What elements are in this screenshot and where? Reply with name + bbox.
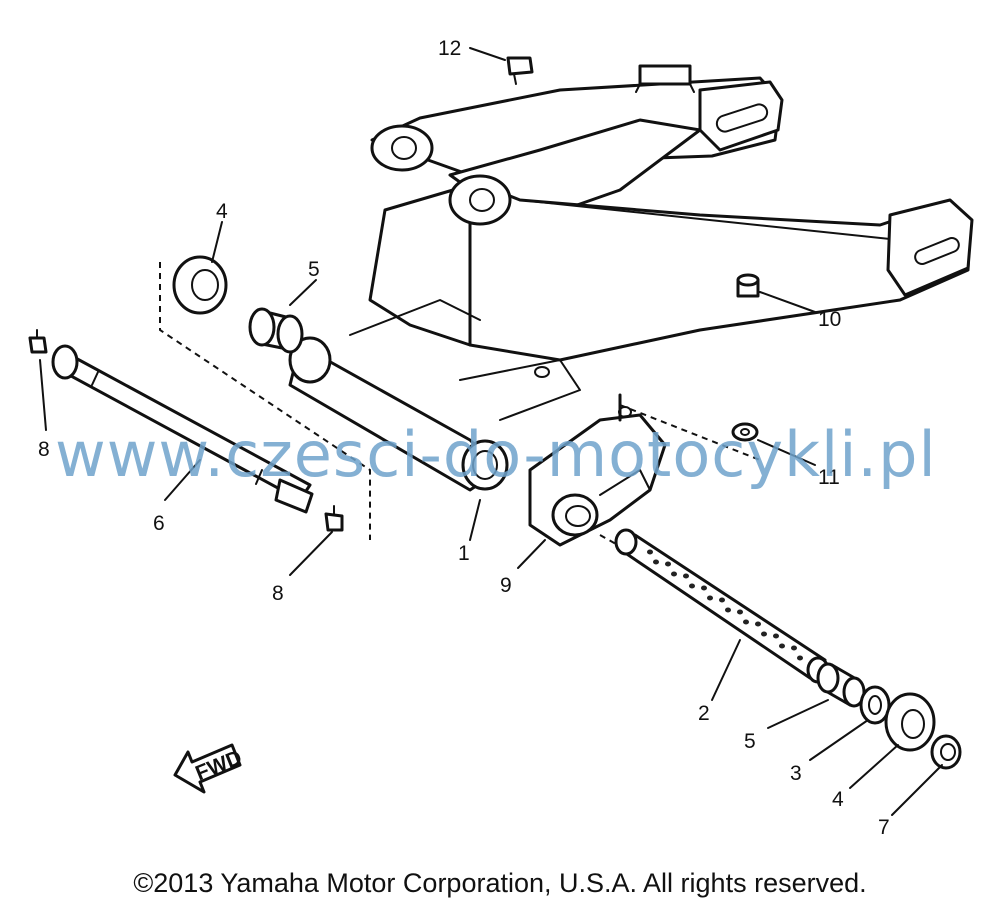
collar-hole	[683, 573, 689, 579]
part-6-pivot-shaft	[51, 344, 314, 514]
part-4-oil-seal-left	[172, 255, 228, 315]
collar-hole	[779, 643, 785, 649]
callout-4-right: 4	[832, 788, 844, 811]
leader-lines	[39, 47, 943, 816]
callout-10: 10	[818, 308, 841, 331]
collar-hole	[725, 607, 731, 613]
callout-12: 12	[438, 37, 461, 60]
part-3-washer	[859, 685, 891, 725]
collar-hole	[707, 595, 713, 601]
collar-hole	[797, 655, 803, 661]
part-8-grease-fittings	[28, 329, 344, 532]
callout-7: 7	[878, 816, 890, 839]
collar-hole	[665, 561, 671, 567]
collar-hole	[719, 597, 725, 603]
swingarm-frame	[288, 64, 974, 547]
callout-11: 11	[818, 466, 840, 489]
callout-6: 6	[153, 512, 165, 535]
callout-3: 3	[790, 762, 802, 785]
part-11-washer	[731, 422, 759, 442]
part-5-bushing-right	[816, 662, 866, 708]
collar-hole	[671, 571, 677, 577]
collar-holes	[647, 549, 803, 661]
collar-hole	[773, 633, 779, 639]
callout-2: 2	[698, 702, 710, 725]
collar-hole	[653, 559, 659, 565]
fwd-arrow: FWD	[173, 743, 245, 794]
part-12-clip	[506, 56, 534, 85]
collar-hole	[761, 631, 767, 637]
callout-5-left: 5	[308, 258, 320, 281]
copyright-notice: ©2013 Yamaha Motor Corporation, U.S.A. A…	[133, 868, 867, 898]
part-2-collar	[614, 528, 830, 684]
callout-numbers: 12 4 5 8 6 8 1 9 10 11 2 5 3 4 7	[38, 37, 890, 839]
callout-1: 1	[458, 542, 470, 565]
part-5-bushing-left	[248, 307, 304, 354]
callout-8-right: 8	[272, 582, 284, 605]
collar-hole	[647, 549, 653, 555]
collar-hole	[737, 609, 743, 615]
part-4-oil-seal-right	[884, 692, 936, 752]
callout-5-right: 5	[744, 730, 756, 753]
watermark: www.czesci-do-motocykli.pl	[55, 418, 937, 491]
callout-4-left: 4	[216, 200, 228, 223]
callout-8-left: 8	[38, 438, 50, 461]
collar-hole	[743, 619, 749, 625]
part-7-cap	[930, 734, 962, 770]
collar-hole	[701, 585, 707, 591]
collar-hole	[755, 621, 761, 627]
callout-9: 9	[500, 574, 512, 597]
collar-hole	[791, 645, 797, 651]
part-10-bolt	[736, 273, 760, 298]
collar-hole	[689, 583, 695, 589]
